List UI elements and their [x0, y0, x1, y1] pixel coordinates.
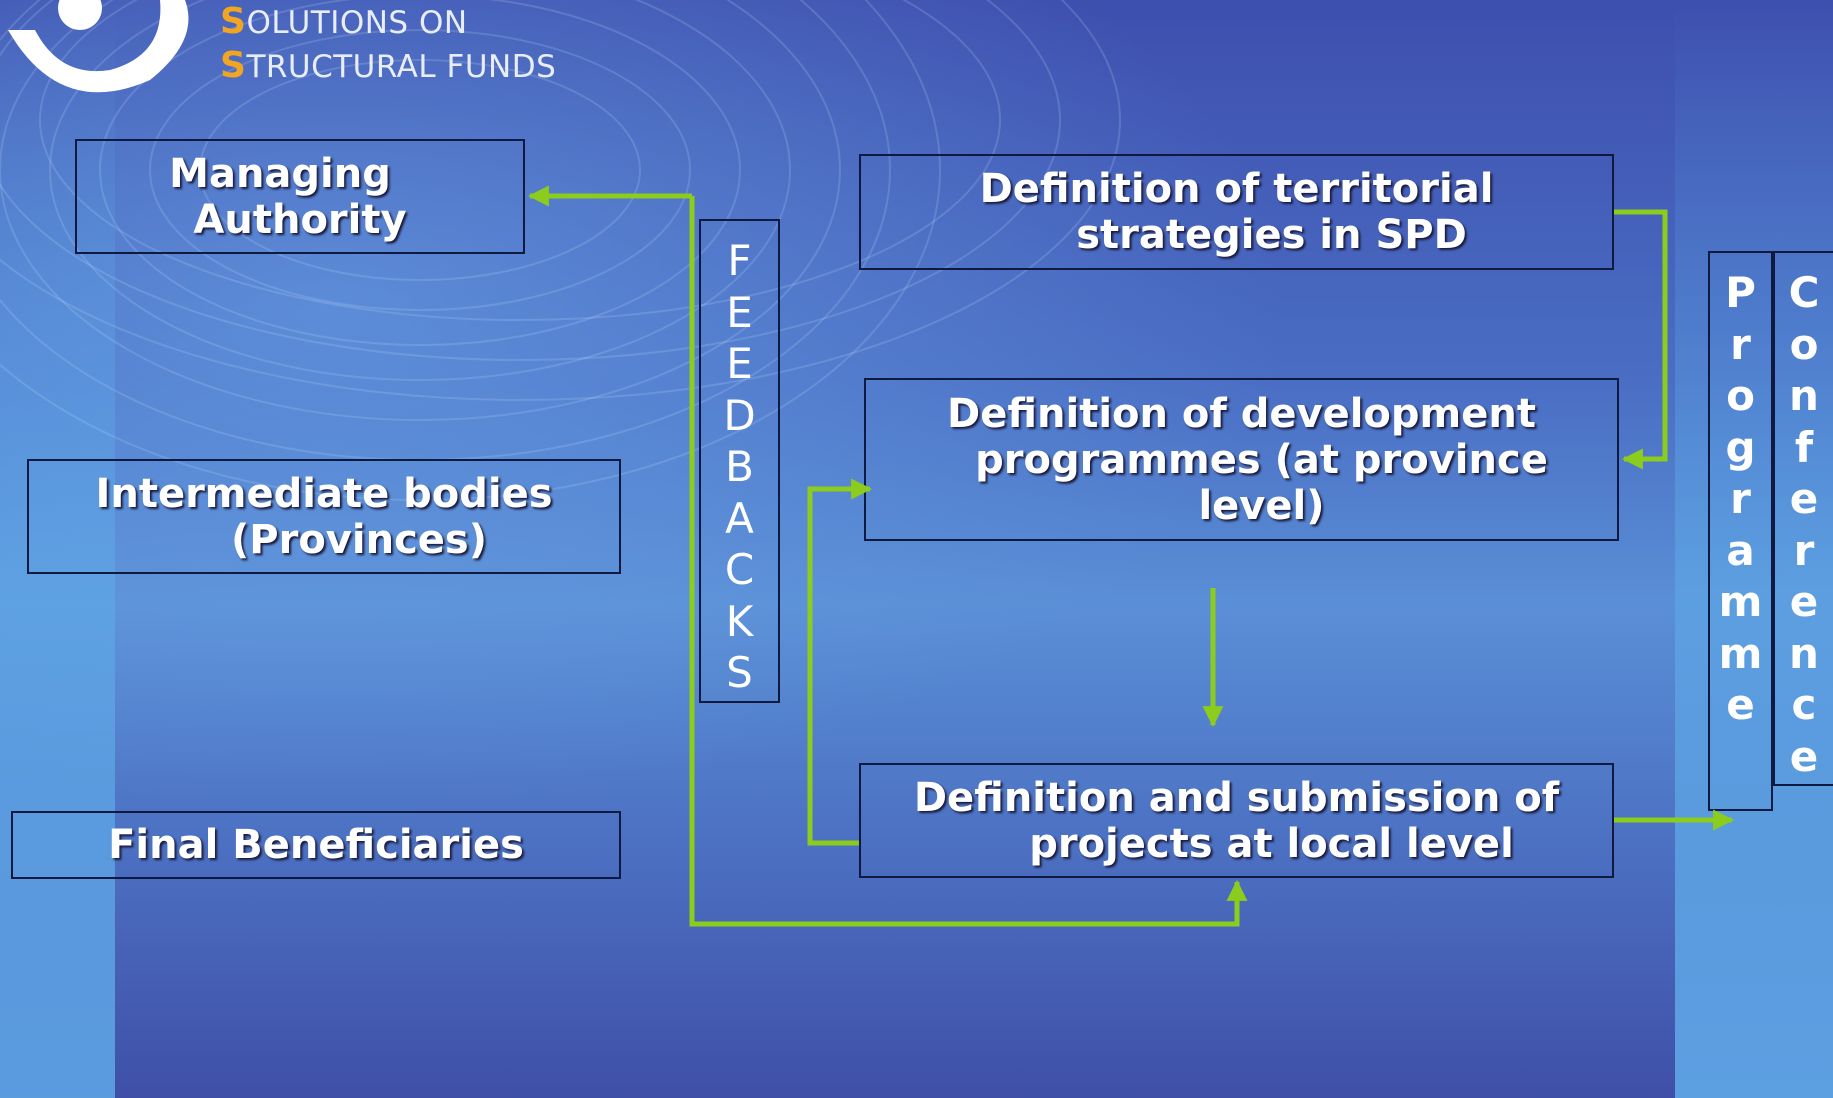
development-line-1: Definition of development	[947, 390, 1536, 437]
conference-letter: c	[1791, 680, 1817, 729]
feedbacks-letter: A	[725, 493, 754, 543]
feedbacks-letter: F	[727, 236, 752, 285]
final-beneficiaries-box: Final Beneficiaries	[11, 811, 621, 879]
conference-letter: e	[1789, 577, 1819, 626]
conference-letter: e	[1789, 731, 1819, 781]
left-side-band	[0, 0, 115, 1098]
feedbacks-letter: S	[726, 648, 753, 697]
final-beneficiaries-label: Final Beneficiaries	[108, 822, 524, 868]
programme-letter: P	[1725, 268, 1756, 317]
intermediate-bodies-line-1: Intermediate bodies	[95, 470, 553, 517]
logo-mark-icon	[8, 0, 189, 93]
feedbacks-letter: B	[725, 442, 754, 491]
territorial-line-1: Definition of territorial	[979, 166, 1494, 212]
programme-letter: r	[1730, 474, 1751, 523]
programme-letter: m	[1718, 628, 1763, 678]
development-line-2: programmes (at province	[975, 436, 1548, 483]
programme-box: P r o g r a m m e	[1708, 251, 1773, 811]
programme-letter: o	[1726, 371, 1755, 420]
programme-letter: m	[1718, 577, 1763, 626]
intermediate-bodies-line-2: (Provinces)	[231, 516, 487, 563]
managing-authority-line-2: Authority	[193, 196, 407, 243]
conference-letter: C	[1788, 268, 1820, 317]
logo-text: SOLUTIONS ON STRUCTURAL FUNDS	[220, 1, 557, 86]
logo-dot-icon	[58, 0, 102, 30]
managing-authority-line-1: Managing	[169, 150, 391, 197]
programme-letter: e	[1726, 680, 1755, 729]
managing-authority-box: Managing Authority	[75, 139, 525, 254]
programme-letter: g	[1725, 422, 1756, 472]
right-side-band	[1675, 0, 1833, 1098]
feedbacks-letter: K	[725, 596, 754, 646]
conference-letter: e	[1789, 474, 1819, 523]
feedbacks-box: F E E D B A C K S	[699, 219, 780, 703]
conference-letter: r	[1793, 525, 1815, 575]
development-line-3: level)	[1198, 482, 1325, 529]
feedbacks-letter: D	[723, 390, 756, 440]
intermediate-bodies-box: Intermediate bodies (Provinces)	[27, 459, 621, 574]
conference-letter: n	[1789, 628, 1819, 678]
projects-line-1: Definition and submission of	[913, 774, 1560, 821]
conference-letter: n	[1789, 371, 1819, 420]
programme-letter: r	[1730, 319, 1751, 369]
conference-letter: f	[1794, 422, 1814, 472]
programme-letter: a	[1726, 525, 1755, 575]
feedbacks-letter: C	[724, 545, 755, 594]
feedbacks-letter: E	[726, 287, 753, 337]
development-programmes-box: Definition of development programmes (at…	[864, 378, 1619, 541]
feedbacks-letter: E	[726, 339, 753, 388]
projects-local-box: Definition and submission of projects at…	[859, 763, 1614, 878]
projects-line-2: projects at local level	[1029, 820, 1514, 867]
territorial-line-2: strategies in SPD	[1076, 212, 1467, 258]
conference-box: C o n f e r e n c e	[1773, 251, 1833, 786]
territorial-strategies-box: Definition of territorial strategies in …	[859, 154, 1614, 270]
conference-letter: o	[1789, 319, 1819, 369]
